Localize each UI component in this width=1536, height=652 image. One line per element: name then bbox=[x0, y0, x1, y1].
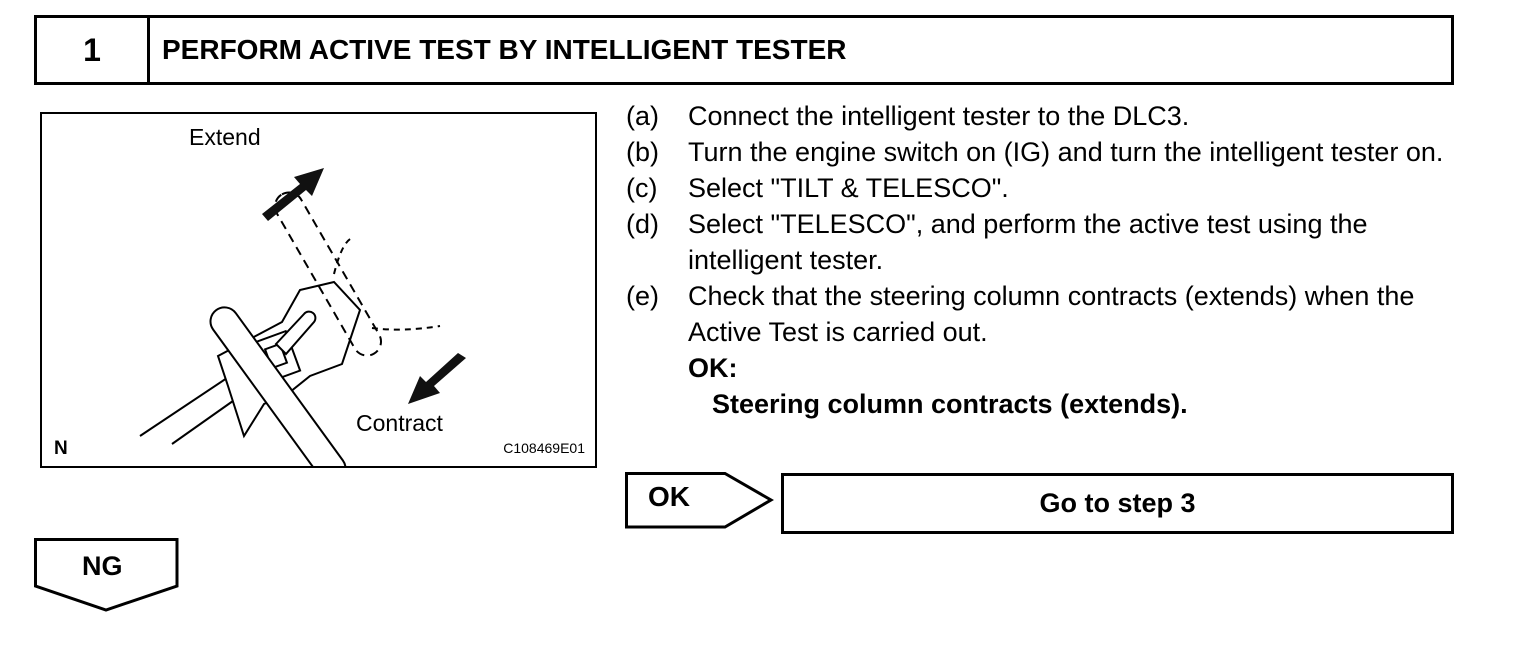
instruction-text: Connect the intelligent tester to the DL… bbox=[688, 101, 1190, 131]
dashed-curve-lower bbox=[371, 325, 441, 331]
instruction-item: (d) Select "TELESCO", and perform the ac… bbox=[626, 206, 1466, 278]
instruction-letter: (b) bbox=[626, 137, 659, 167]
steering-column-drawing bbox=[139, 168, 466, 466]
steering-wheel-solid bbox=[209, 306, 347, 466]
go-to-step-label: Go to step 3 bbox=[1039, 488, 1196, 518]
instruction-text: Turn the engine switch on (IG) and turn … bbox=[688, 137, 1444, 167]
step-header: 1 PERFORM ACTIVE TEST BY INTELLIGENT TES… bbox=[34, 15, 1454, 85]
shaft-line-lower bbox=[171, 395, 241, 445]
dashed-curve-upper bbox=[333, 237, 353, 275]
step-title: PERFORM ACTIVE TEST BY INTELLIGENT TESTE… bbox=[162, 34, 847, 65]
steering-wheel-extended-dashed bbox=[274, 191, 382, 357]
instruction-letter: (e) bbox=[626, 281, 659, 311]
ok-branch-label: OK bbox=[648, 481, 690, 512]
shaft-line-upper bbox=[139, 375, 231, 437]
figure-code: C108469E01 bbox=[503, 440, 585, 456]
instruction-item: (c) Select "TILT & TELESCO". bbox=[626, 170, 1466, 206]
instruction-list: (a) Connect the intelligent tester to th… bbox=[626, 98, 1466, 422]
ng-branch-label: NG bbox=[82, 551, 123, 581]
ng-arrow-shape bbox=[34, 538, 179, 612]
instruction-text: Check that the steering column contracts… bbox=[688, 281, 1415, 347]
instruction-item: (b) Turn the engine switch on (IG) and t… bbox=[626, 134, 1466, 170]
figure-n-label: N bbox=[54, 438, 68, 459]
instruction-letter: (d) bbox=[626, 209, 659, 239]
contract-arrow bbox=[408, 353, 466, 404]
instruction-item: (a) Connect the intelligent tester to th… bbox=[626, 98, 1466, 134]
contract-label: Contract bbox=[356, 410, 443, 436]
instruction-text: Select "TELESCO", and perform the active… bbox=[688, 209, 1368, 275]
steering-column-illustration: Extend Contract N C108469E01 bbox=[40, 112, 597, 468]
extend-arrow bbox=[262, 168, 324, 221]
ok-arrow-shape bbox=[625, 472, 774, 529]
ok-criteria-label: OK: bbox=[688, 353, 738, 383]
instruction-letter: (a) bbox=[626, 101, 659, 131]
stalk-lever bbox=[274, 310, 317, 356]
go-to-step-box[interactable]: Go to step 3 bbox=[781, 473, 1454, 534]
instruction-letter: (c) bbox=[626, 173, 658, 203]
ok-criteria-result: Steering column contracts (extends). bbox=[712, 389, 1188, 419]
extend-label: Extend bbox=[189, 124, 261, 150]
instruction-item: (e) Check that the steering column contr… bbox=[626, 278, 1466, 350]
step-number: 1 bbox=[37, 18, 150, 82]
instruction-text: Select "TILT & TELESCO". bbox=[688, 173, 1009, 203]
